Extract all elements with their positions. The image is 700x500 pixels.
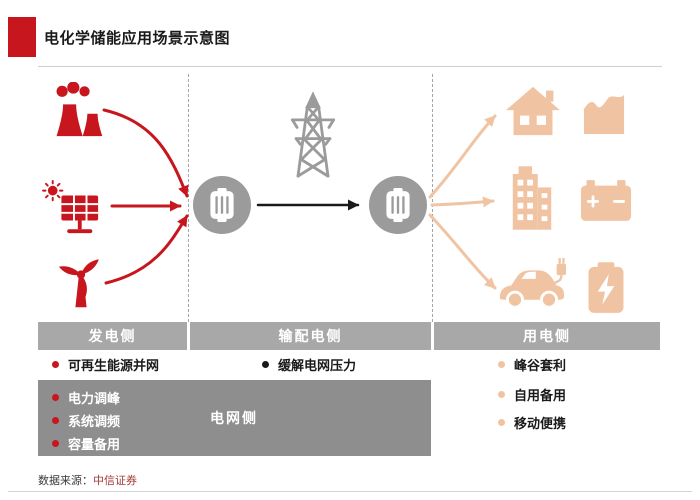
red-bullet-dot xyxy=(52,393,59,401)
brand-logo-block xyxy=(8,17,36,57)
page-title: 电化学储能应用场景示意图 xyxy=(44,30,231,47)
bullet-generation-1: 可再生能源并网 xyxy=(52,354,159,374)
arrow-storage-to-car xyxy=(428,213,497,290)
data-source: 数据来源：中信证券 xyxy=(38,472,137,488)
wind-turbine-icon xyxy=(53,252,109,312)
area-chart-icon xyxy=(582,88,626,138)
bullet-consumption-1: 峰谷套利 xyxy=(498,354,566,374)
battery-icon xyxy=(580,178,632,223)
electric-car-icon xyxy=(497,258,567,313)
red-bullet-dot xyxy=(52,439,59,447)
charging-battery-icon xyxy=(583,262,629,314)
bullet-grid-3: 容量备用 xyxy=(52,433,120,453)
data-source-name: 中信证券 xyxy=(93,475,137,487)
title-divider xyxy=(38,66,662,67)
red-bullet-dot xyxy=(52,416,59,424)
bullet-consumption-2: 自用备用 xyxy=(498,384,566,404)
arrow-wind-to-storage xyxy=(104,214,189,285)
arrow-plant-to-storage xyxy=(102,108,189,198)
band-generation: 发电侧 xyxy=(38,322,187,350)
peach-bullet-dot xyxy=(498,390,505,398)
battery-chip-icon xyxy=(386,188,410,222)
peach-bullet-dot xyxy=(498,360,505,368)
peach-bullet-dot xyxy=(498,418,505,426)
grid-side-label: 电网侧 xyxy=(210,410,258,426)
battery-storage-node-left xyxy=(193,176,251,234)
bullet-text: 缓解电网压力 xyxy=(278,357,357,373)
solar-panel-icon xyxy=(42,180,104,236)
arrow-storage-to-house xyxy=(428,114,497,199)
bullet-text: 容量备用 xyxy=(68,436,121,452)
band-consumption-label: 用电侧 xyxy=(523,328,571,344)
column-divider-right xyxy=(432,74,433,322)
band-generation-label: 发电侧 xyxy=(88,328,137,344)
bullet-text: 电力调峰 xyxy=(68,390,121,406)
arrow-storage-to-building xyxy=(430,196,495,208)
bullet-consumption-3: 移动便携 xyxy=(498,412,566,432)
red-bullet-dot xyxy=(52,360,59,368)
bullet-text: 系统调频 xyxy=(68,413,121,429)
band-transmission-label: 输配电侧 xyxy=(278,328,343,344)
footer-divider xyxy=(8,491,692,492)
black-bullet-dot xyxy=(262,360,269,368)
bullet-text: 自用备用 xyxy=(514,387,567,403)
battery-storage-node-right xyxy=(369,176,427,234)
transmission-tower-icon xyxy=(283,88,343,178)
column-divider-left xyxy=(188,74,189,322)
battery-chip-icon xyxy=(210,188,234,222)
bullet-grid-2: 系统调频 xyxy=(52,410,120,430)
band-transmission: 输配电侧 xyxy=(190,322,431,350)
band-consumption: 用电侧 xyxy=(434,322,660,350)
office-building-icon xyxy=(507,166,557,230)
house-icon xyxy=(504,85,562,137)
bullet-grid-1: 电力调峰 xyxy=(52,387,120,407)
bullet-transmission-1: 缓解电网压力 xyxy=(262,354,356,374)
bullet-text: 峰谷套利 xyxy=(514,357,567,373)
grid-side-panel: 电力调峰 系统调频 容量备用 电网侧 xyxy=(38,380,431,456)
power-plant-icon xyxy=(50,81,106,138)
bullet-text: 可再生能源并网 xyxy=(68,357,160,373)
bullet-text: 移动便携 xyxy=(514,415,567,431)
data-source-label: 数据来源： xyxy=(38,475,93,487)
